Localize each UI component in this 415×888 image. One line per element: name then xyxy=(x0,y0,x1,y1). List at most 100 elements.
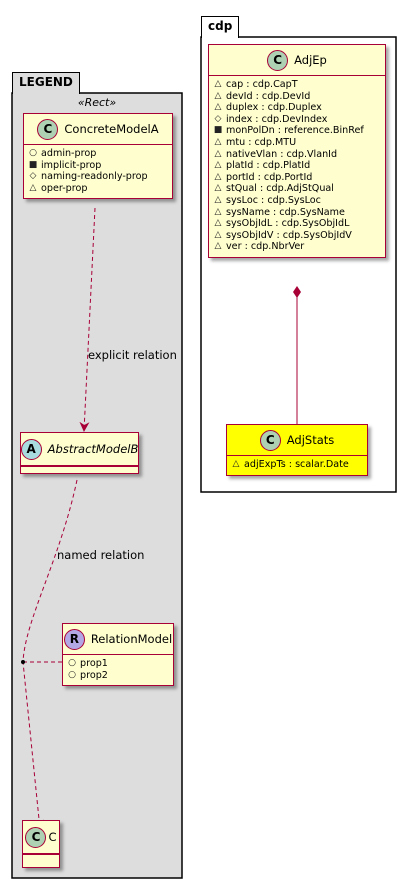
class-name: AdjStats xyxy=(286,433,335,447)
legend-package-body xyxy=(11,92,183,879)
class-header: C AdjStats xyxy=(227,425,367,456)
visibility-icon: ○ xyxy=(68,658,76,668)
attribute-name: nativeVlan : cdp.VlanId xyxy=(226,148,338,160)
class-adj-stats[interactable]: C AdjStats △ adjExpTs : scalar.Date xyxy=(226,424,368,476)
attribute-name: monPolDn : reference.BinRef xyxy=(226,125,364,137)
visibility-icon: △ xyxy=(214,90,222,101)
class-adj-ep[interactable]: C AdjEp △cap : cdp.CapT △ devId : cdp.Dev… xyxy=(208,44,386,258)
visibility-icon: △ xyxy=(214,241,222,252)
attribute-row: ○ prop2 xyxy=(67,670,169,682)
attribute-name: sysName : cdp.SysName xyxy=(226,206,345,218)
attribute-name: oper-prop xyxy=(41,182,88,194)
empty-attribute-compartment xyxy=(21,466,138,473)
class-header: C ConcreteModelA xyxy=(24,114,172,145)
visibility-icon: ◇ xyxy=(29,171,37,182)
visibility-icon: △ xyxy=(214,160,222,171)
class-relation-model[interactable]: R RelationModel ○ prop1 ○ prop2 xyxy=(62,623,174,687)
attribute-name: sysObjIdL : cdp.SysObjIdL xyxy=(226,218,350,230)
attribute-name: devId : cdp.DevId xyxy=(226,90,311,102)
attribute-name: implicit-prop xyxy=(41,159,102,171)
visibility-icon: △ xyxy=(214,136,222,147)
attribute-name: platId : cdp.PlatId xyxy=(226,160,311,172)
attribute-name: naming-readonly-prop xyxy=(41,171,148,183)
class-name: AdjEp xyxy=(294,53,327,67)
visibility-icon: △ xyxy=(232,459,240,469)
attribute-name: prop2 xyxy=(80,669,108,681)
visibility-icon: ○ xyxy=(29,148,37,158)
legend-stereotype: «Rect» xyxy=(77,96,117,109)
attribute-list: △ adjExpTs : scalar.Date xyxy=(227,456,367,475)
attribute-row: △stQual : cdp.AdjStQual xyxy=(213,183,381,195)
attribute-name: prop1 xyxy=(80,658,108,669)
explicit-relation-edge xyxy=(79,207,96,432)
class-name: AbstractModelB xyxy=(47,442,139,456)
class-c-icon: C xyxy=(267,49,289,71)
class-header: C AdjEp xyxy=(209,45,385,76)
class-header: R RelationModel xyxy=(63,624,173,655)
visibility-icon: △ xyxy=(214,229,222,240)
attribute-name: index : cdp.DevIndex xyxy=(226,113,328,125)
attribute-row: ◇ index : cdp.DevIndex xyxy=(213,114,381,126)
visibility-icon: △ xyxy=(29,182,37,193)
visibility-icon: △ xyxy=(214,79,222,89)
legend-package-tab: LEGEND xyxy=(12,72,80,94)
attribute-row: △ sysObjIdV : cdp.SysObjIdV xyxy=(213,230,381,242)
visibility-icon: △ xyxy=(214,218,222,229)
attribute-row: ■implicit-prop xyxy=(28,160,168,172)
attribute-name: adjExpTs : scalar.Date xyxy=(244,459,349,470)
visibility-icon: ○ xyxy=(68,669,76,680)
attribute-row: ■monPolDn : reference.BinRef xyxy=(213,125,381,137)
attribute-row: △ nativeVlan : cdp.VlanId xyxy=(213,149,381,161)
named-relation-edge xyxy=(22,479,78,830)
visibility-icon: △ xyxy=(214,102,222,113)
cdp-package-title: cdp xyxy=(208,19,233,33)
attribute-name: duplex : cdp.Duplex xyxy=(226,102,322,114)
attribute-row: ○ admin-prop xyxy=(28,148,168,160)
attribute-list: △cap : cdp.CapT △ devId : cdp.DevId △ dupl… xyxy=(209,76,385,257)
class-a-icon: A xyxy=(20,438,42,460)
visibility-icon: △ xyxy=(214,148,222,159)
class-c[interactable]: C C xyxy=(22,820,60,868)
class-header: A AbstractModelB xyxy=(20,433,139,466)
class-c-icon: C xyxy=(259,429,281,451)
attribute-row: △portId : cdp.PortId xyxy=(213,172,381,184)
visibility-icon: △ xyxy=(214,194,222,205)
named-relation-label: named relation xyxy=(57,548,145,562)
attribute-row: △mtu : cdp.MTU xyxy=(213,137,381,149)
attribute-row: △cap : cdp.CapT xyxy=(213,79,381,91)
attribute-row: ◇ naming-readonly-prop xyxy=(28,171,168,183)
attribute-row: △sysName : cdp.SysName xyxy=(213,207,381,219)
visibility-icon: ■ xyxy=(28,159,38,170)
attribute-row: △ platId : cdp.PlatId xyxy=(213,160,381,172)
explicit-relation-label: explicit relation xyxy=(88,348,177,362)
class-header: C C xyxy=(23,821,59,854)
attribute-list: ○ admin-prop ■implicit-prop ◇ naming-reado… xyxy=(24,145,172,198)
attribute-row: △ devId : cdp.DevId xyxy=(213,91,381,103)
attribute-row: △ ver : cdp.NbrVer xyxy=(213,241,381,253)
attribute-list: ○ prop1 ○ prop2 xyxy=(63,655,173,685)
attribute-name: sysLoc : cdp.SysLoc xyxy=(226,194,321,206)
attribute-row: △ duplex : cdp.Duplex xyxy=(213,102,381,114)
class-name: ConcreteModelA xyxy=(64,122,159,136)
visibility-icon: △ xyxy=(214,171,222,182)
legend-package-title: LEGEND xyxy=(19,75,73,89)
class-name: RelationModel xyxy=(90,632,173,646)
class-r-icon: R xyxy=(63,628,85,650)
class-c-icon: C xyxy=(37,118,59,140)
visibility-icon: ◇ xyxy=(214,113,222,124)
attribute-name: admin-prop xyxy=(41,148,97,159)
attribute-row: ○ prop1 xyxy=(67,658,169,670)
attribute-name: ver : cdp.NbrVer xyxy=(226,241,305,253)
visibility-icon: △ xyxy=(214,183,222,194)
attribute-row: △ oper-prop xyxy=(28,183,168,195)
class-name: C xyxy=(48,830,57,844)
attribute-row: △ adjExpTs : scalar.Date xyxy=(231,459,363,471)
class-abstract-model-b[interactable]: A AbstractModelB xyxy=(20,432,139,474)
association-join-dot xyxy=(21,660,25,664)
empty-attribute-compartment xyxy=(23,854,59,867)
attribute-name: sysObjIdV : cdp.SysObjIdV xyxy=(226,229,352,241)
class-concrete-model-a[interactable]: C ConcreteModelA ○ admin-prop ■implicit-p… xyxy=(23,113,173,200)
class-c-icon: C xyxy=(25,826,47,848)
composition-diamond xyxy=(293,286,301,298)
